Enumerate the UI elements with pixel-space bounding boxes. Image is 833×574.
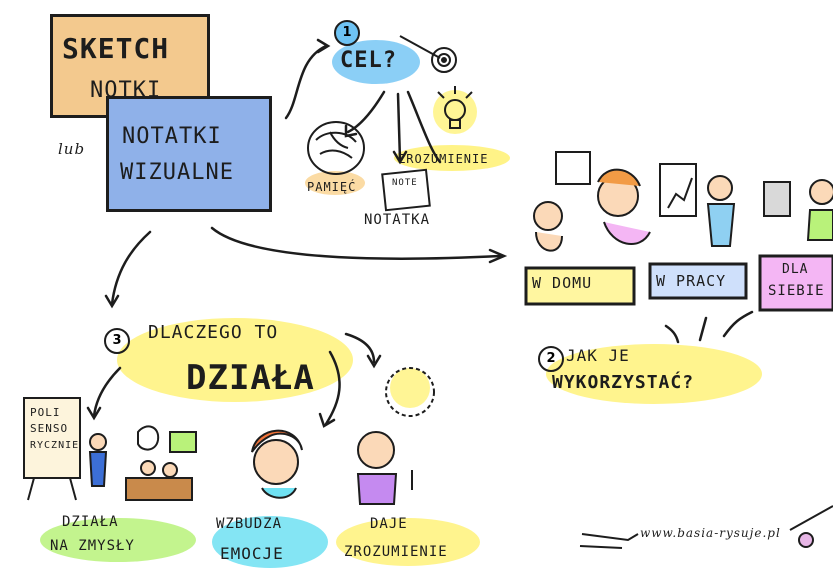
reason3-line2: ZROZUMIENIE: [344, 544, 448, 560]
title-connector: lub: [58, 140, 86, 158]
section2-number: 2: [538, 346, 564, 372]
label-pamiec: PAMIĘĆ: [307, 180, 357, 194]
section3-heading-line1: DLACZEGO TO: [148, 322, 279, 343]
lightbulb-icon: [437, 86, 473, 129]
dla-siebie-box: [758, 254, 833, 312]
zrozumienie-highlight: [394, 145, 510, 171]
target-icon: [399, 35, 457, 73]
section3-number: 3: [104, 328, 130, 354]
reason1-line1: DZIAŁA: [62, 514, 119, 530]
home-figures-drawing: [533, 151, 651, 252]
reason2-line1: WZBUDZA: [216, 516, 283, 532]
pamiec-highlight: [305, 171, 365, 195]
paintbrush-icon: [579, 505, 833, 549]
cel-highlight: [332, 40, 420, 84]
reason2-line2: EMOCJE: [220, 544, 284, 563]
reason3-line1: DAJE: [370, 516, 408, 532]
dziala-zmysly-highlight: [40, 518, 196, 562]
title-wizualne: WIZUALNE: [120, 160, 234, 185]
emotional-face-drawing: [251, 429, 303, 499]
work-figures-drawing: [659, 163, 736, 247]
board-text-line1: POLI: [30, 406, 61, 419]
wykorzystac-highlight: [546, 344, 762, 404]
section1-number: 1: [334, 20, 360, 46]
context-self-line2: SIEBIE: [768, 283, 825, 299]
self-figures-drawing: [763, 179, 833, 241]
footer-url: www.basia-rysuje.pl: [640, 526, 781, 540]
notatki-wizualne-box: [106, 96, 272, 212]
bulb-highlight: [433, 90, 477, 134]
brain-icon: [307, 121, 365, 175]
section3-heading-line2: DZIAŁA: [186, 358, 315, 398]
context-home: W DOMU: [532, 274, 593, 292]
context-work: W PRACY: [656, 272, 727, 290]
presenter-figure: [88, 433, 108, 487]
label-notatka: NOTATKA: [364, 212, 431, 228]
reason1-line2: NA ZMYSŁY: [50, 538, 135, 554]
section2-question-line1: JAK JE: [566, 346, 630, 365]
context-self-line1: DLA: [782, 262, 809, 277]
audience-figures: [125, 425, 197, 501]
bulb2-highlight: [390, 368, 430, 408]
board-text-line3: RYCZNIE: [30, 440, 80, 451]
board-text-line2: SENSO: [30, 422, 69, 435]
note-card-label: NOTE: [392, 178, 418, 188]
thinking-person-drawing: [356, 367, 435, 505]
title-sketch: SKETCH: [62, 32, 170, 65]
emocje-highlight: [212, 516, 328, 568]
title-notatki: NOTATKI: [122, 124, 222, 149]
easel-drawing: [23, 397, 81, 501]
dlaczego-highlight: [117, 318, 353, 402]
section2-question-line2: WYKORZYSTAĆ?: [552, 372, 695, 393]
title-notki: NOTKI: [90, 78, 162, 103]
note-sheet-icon: [381, 168, 431, 212]
w-pracy-box: [648, 262, 748, 300]
w-domu-box: [524, 266, 636, 306]
zrozumienie2-highlight: [336, 518, 480, 566]
section1-heading: CEL?: [340, 48, 397, 73]
label-zrozumienie: ZROZUMIENIE: [398, 152, 489, 166]
